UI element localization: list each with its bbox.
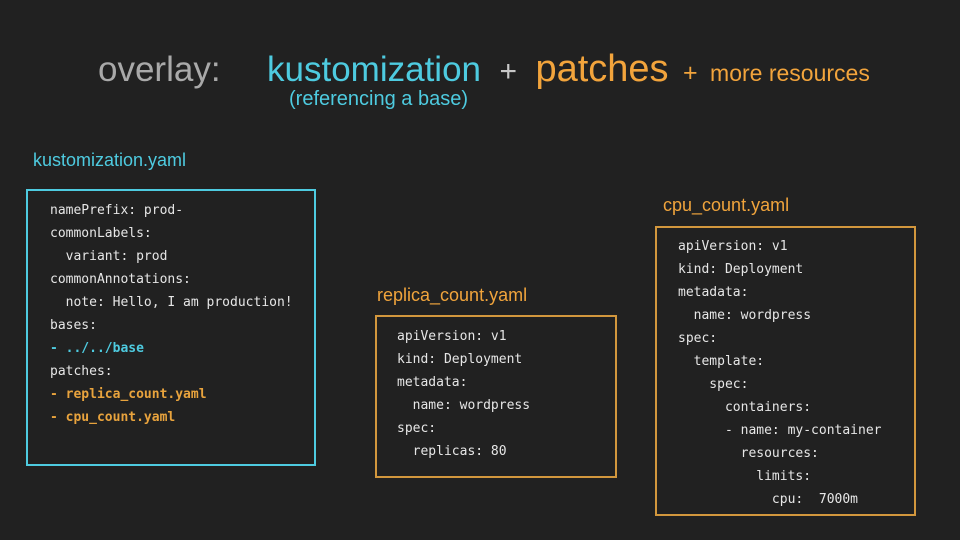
title-overlay: overlay: (98, 50, 221, 89)
file-label-cpu-count: cpu_count.yaml (663, 195, 790, 215)
code-line: variant: prod (50, 249, 168, 264)
file-label-replica-count: replica_count.yaml (377, 285, 528, 305)
code-line: kind: Deployment (678, 262, 804, 277)
code-line: namePrefix: prod- (50, 203, 184, 218)
code-line: metadata: (397, 375, 468, 390)
code-line: spec: (397, 421, 437, 436)
title-kustomization: kustomization (267, 50, 481, 89)
code-line: - cpu_count.yaml (50, 410, 176, 425)
code-line: apiVersion: v1 (678, 239, 788, 254)
title-patches: patches (535, 48, 669, 90)
code-line: spec: (678, 331, 718, 346)
title-plus2-icon: + (682, 59, 698, 87)
code-line: replicas: 80 (397, 444, 507, 459)
code-line: - name: my-container (678, 423, 882, 438)
code-line: limits: (678, 469, 812, 484)
code-line: metadata: (678, 285, 749, 300)
code-line: commonLabels: (50, 226, 152, 241)
code-line: commonAnnotations: (50, 272, 191, 287)
slide-title: overlay: kustomization + patches + more … (98, 48, 870, 91)
code-line: note: Hello, I am production! (50, 295, 293, 310)
code-line: template: (678, 354, 765, 369)
code-line: resources: (678, 446, 819, 461)
code-line: spec: (678, 377, 749, 392)
code-line: kind: Deployment (397, 352, 523, 367)
title-subtitle: (referencing a base) (289, 88, 468, 110)
code-line: containers: (678, 400, 812, 415)
code-line: name: wordpress (397, 398, 531, 413)
code-line: - ../../base (50, 341, 144, 356)
code-line: - replica_count.yaml (50, 387, 207, 402)
code-line: cpu: 7000m (678, 492, 859, 507)
code-line: name: wordpress (678, 308, 812, 323)
code-box-kustomization: namePrefix: prod-commonLabels: variant: … (26, 189, 316, 466)
title-plus-icon: + (499, 55, 517, 88)
file-label-kustomization: kustomization.yaml (33, 150, 187, 170)
title-more-resources: more resources (710, 60, 870, 86)
code-line: patches: (50, 364, 113, 379)
code-line: bases: (50, 318, 97, 333)
code-line: apiVersion: v1 (397, 329, 507, 344)
